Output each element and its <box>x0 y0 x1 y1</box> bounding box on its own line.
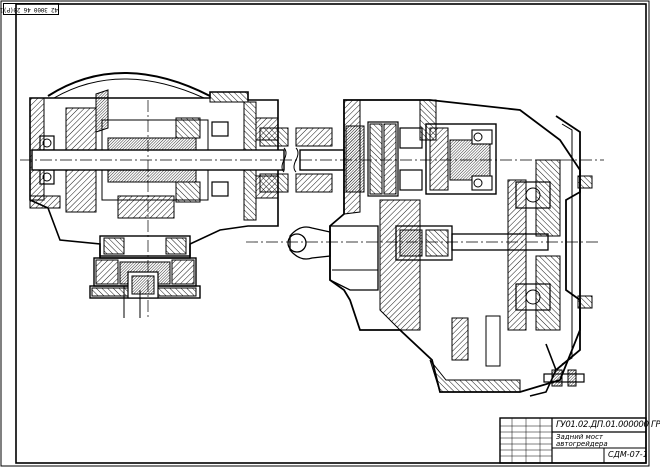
title-block <box>499 417 647 464</box>
org-code: СДМ-07-1 <box>608 450 648 459</box>
drawing-title-line1: Задний мост <box>556 433 604 441</box>
drawing-designation: ГУ01.02.ДП.01.000000 ГР <box>556 420 660 430</box>
inner-frame <box>15 3 647 464</box>
centre-lines <box>20 100 604 320</box>
outer-border <box>0 0 650 467</box>
corner-stamp: 42 3000 46 20(Р)1 1 <box>0 3 59 15</box>
assembly-drawing <box>0 0 650 467</box>
drawing-title-line2: автогрейдера <box>556 440 608 448</box>
reducer-section <box>29 72 279 318</box>
final-drive-section <box>287 99 593 397</box>
